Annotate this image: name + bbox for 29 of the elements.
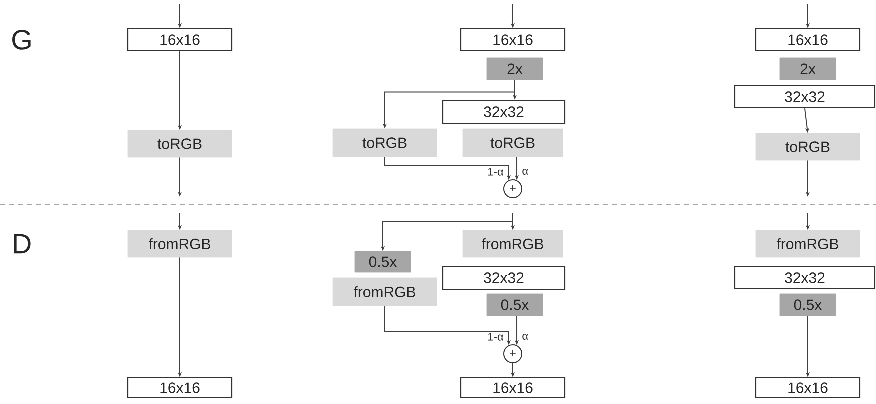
layer-box: 16x16 [755,28,861,52]
section-letter: G [12,30,31,50]
layer-box: 32x32 [734,266,876,290]
edge-label: α [522,334,528,340]
rgb-box: fromRGB [462,230,564,258]
layer-box: 16x16 [460,28,566,52]
scale-box: 0.5x [780,294,836,316]
layer-box: 32x32 [442,266,566,290]
layer-box: 16x16 [127,377,233,399]
rgb-box: fromRGB [128,230,232,258]
layer-box: 16x16 [127,28,233,52]
rgb-box: fromRGB [332,278,438,306]
edge-label: α [522,169,528,175]
rgb-box: toRGB [756,133,860,161]
edge-label: 1-α [488,168,504,176]
rgb-box: toRGB [128,130,232,158]
rgb-box: toRGB [332,128,438,158]
edge-label: 1-α [488,333,504,341]
layer-box: 32x32 [734,85,876,109]
scale-box: 0.5x [354,251,412,273]
scale-box: 2x [780,58,836,80]
layer-box: 16x16 [755,377,861,399]
layer-box: 32x32 [442,100,566,124]
section-letter: D [14,234,31,254]
layer-box: 16x16 [460,377,566,399]
rgb-box: toRGB [462,128,564,158]
scale-box: 0.5x [486,294,544,316]
scale-box: 2x [486,58,544,80]
rgb-box: fromRGB [756,230,860,258]
